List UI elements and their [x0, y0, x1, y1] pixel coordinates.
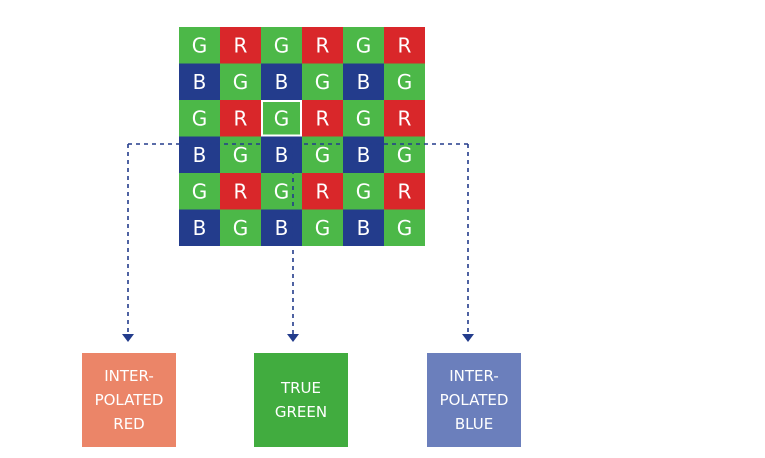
bayer-cell — [384, 27, 425, 64]
bayer-cell — [343, 100, 384, 137]
bayer-cell — [261, 209, 302, 246]
bayer-cell-letter: G — [315, 70, 331, 94]
bayer-cell-letter: B — [357, 216, 371, 240]
bayer-cell — [302, 63, 343, 100]
bayer-cell — [261, 27, 302, 64]
bayer-cell — [179, 173, 220, 210]
bayer-cell — [220, 173, 261, 210]
bayer-cell-letter: B — [193, 216, 207, 240]
interpolated-red-label: INTER- POLATED RED — [94, 367, 164, 433]
bayer-cell — [220, 27, 261, 64]
bayer-cell — [343, 209, 384, 246]
interpolation-arrows — [122, 143, 474, 342]
bayer-cell — [220, 100, 261, 137]
bayer-cell — [179, 63, 220, 100]
bayer-cell-letter: R — [398, 33, 412, 57]
bayer-cell-letter: G — [356, 33, 372, 57]
bayer-cell-letter: G — [315, 216, 331, 240]
bayer-cell — [261, 136, 302, 173]
bayer-cell-letter: B — [193, 143, 207, 167]
bayer-cell-letter: R — [316, 106, 330, 130]
bayer-cell-letter: R — [234, 106, 248, 130]
bayer-cell-letter: G — [233, 143, 249, 167]
bayer-cell — [384, 173, 425, 210]
bayer-cell — [302, 100, 343, 137]
bayer-cell-letter: G — [397, 143, 413, 167]
bayer-cell-letter: G — [356, 106, 372, 130]
bayer-cell — [261, 100, 302, 137]
bayer-cell-letter: B — [357, 143, 371, 167]
bayer-cell — [179, 27, 220, 64]
blue-arrow-head — [462, 334, 474, 342]
bayer-cell — [220, 209, 261, 246]
green-arrow-head — [287, 334, 299, 342]
bayer-cell — [302, 27, 343, 64]
bayer-cell-letter: B — [275, 143, 289, 167]
bayer-cell-letter: G — [192, 179, 208, 203]
bayer-cell-letter: G — [397, 70, 413, 94]
bayer-cell — [343, 173, 384, 210]
bayer-cell-letter: R — [316, 33, 330, 57]
interpolated-blue-label: INTER- POLATED BLUE — [439, 367, 509, 433]
bayer-cell-letter: G — [192, 106, 208, 130]
bayer-cell — [302, 136, 343, 173]
interpolated-red-box — [82, 353, 176, 447]
bayer-cell — [179, 136, 220, 173]
bayer-cell-letter: G — [274, 179, 290, 203]
bayer-cell — [343, 63, 384, 100]
bayer-cell-letter: R — [316, 179, 330, 203]
bayer-cell — [384, 209, 425, 246]
bayer-cell-letter: G — [233, 216, 249, 240]
bayer-cell-letter: B — [275, 70, 289, 94]
bayer-cell — [302, 209, 343, 246]
bayer-cell — [220, 136, 261, 173]
bayer-cell-letter: G — [192, 33, 208, 57]
true-green-label: TRUE GREEN — [274, 379, 328, 421]
interpolated-blue-box — [427, 353, 521, 447]
bayer-cell — [343, 27, 384, 64]
bayer-cell-letter: G — [233, 70, 249, 94]
bayer-cell — [302, 173, 343, 210]
bayer-cell — [343, 136, 384, 173]
bayer-cell-letter: G — [274, 106, 290, 130]
bayer-cell-letter: B — [193, 70, 207, 94]
bayer-cell-letter: G — [397, 216, 413, 240]
bayer-cell — [384, 63, 425, 100]
bayer-cell-letter: G — [315, 143, 331, 167]
bayer-cell — [261, 63, 302, 100]
bayer-cell-letter: G — [356, 179, 372, 203]
bayer-cell-letter: R — [234, 179, 248, 203]
bayer-cell — [384, 136, 425, 173]
true-green-box — [254, 353, 348, 447]
bayer-cell — [179, 100, 220, 137]
bayer-cell-letter: R — [398, 179, 412, 203]
bayer-cell-letter: G — [274, 33, 290, 57]
bayer-cell-letter: R — [398, 106, 412, 130]
bayer-cell-letter: B — [275, 216, 289, 240]
bayer-cell-letter: B — [357, 70, 371, 94]
red-arrow-head — [122, 334, 134, 342]
bayer-cell — [220, 63, 261, 100]
bayer-cell — [261, 173, 302, 210]
bayer-cell — [384, 100, 425, 137]
bayer-cell-letter: R — [234, 33, 248, 57]
highlighted-cell-outline — [261, 100, 302, 137]
bayer-cell — [179, 209, 220, 246]
